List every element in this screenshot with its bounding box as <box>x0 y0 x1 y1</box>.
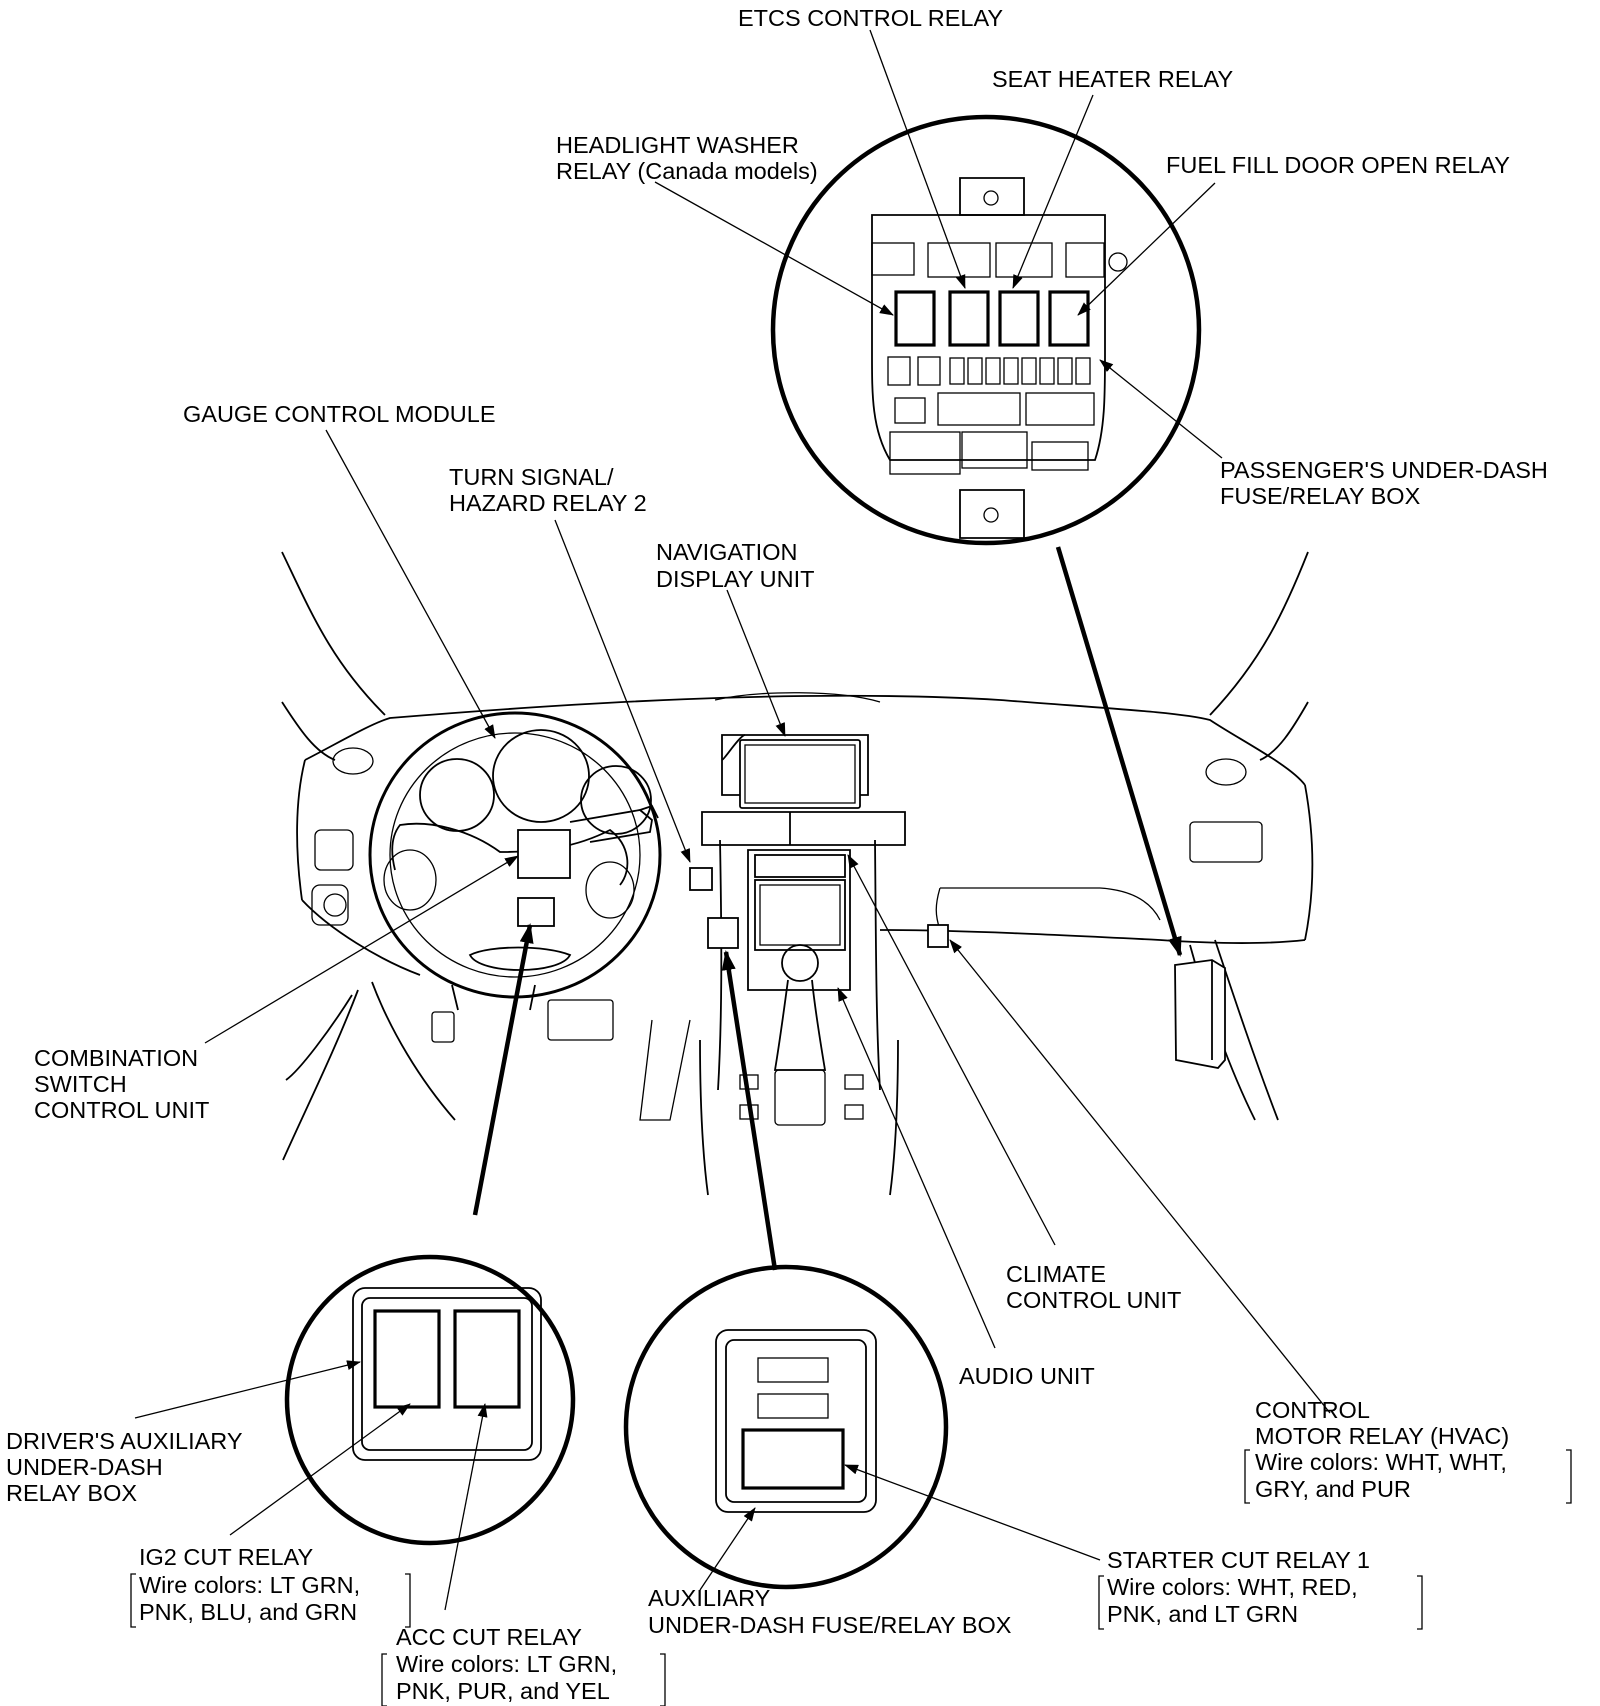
control-motor-relay-box <box>927 924 949 948</box>
ig2-cut-wires-line2: PNK, BLU, and GRN <box>139 1599 357 1625</box>
drivers-auxiliary-label-line3: RELAY BOX <box>6 1480 137 1506</box>
navigation-label-line1: NAVIGATION <box>656 539 797 565</box>
starter-cut-relay-block <box>741 1428 845 1490</box>
passengers-box-label-line1: PASSENGER'S UNDER-DASH <box>1220 457 1548 483</box>
auxiliary-box-label-line2: UNDER-DASH FUSE/RELAY BOX <box>648 1612 1012 1638</box>
headlight-washer-label-line1: HEADLIGHT WASHER <box>556 132 799 158</box>
starter-cut-relay-label: STARTER CUT RELAY 1 <box>1107 1547 1370 1573</box>
headlight-washer-relay-block <box>894 290 936 347</box>
auxiliary-fuse-box-small <box>707 917 739 949</box>
passengers-box-label-line2: FUSE/RELAY BOX <box>1220 483 1421 509</box>
headlight-washer-label-line2: RELAY (Canada models) <box>556 158 818 184</box>
dashboard-illustration <box>281 551 1314 1196</box>
combination-switch-label-line3: CONTROL UNIT <box>34 1097 209 1123</box>
control-motor-label-line2: MOTOR RELAY (HVAC) <box>1255 1423 1509 1449</box>
starter-cut-wires-line1: Wire colors: WHT, RED, <box>1107 1574 1358 1600</box>
starter-cut-wires-line2: PNK, and LT GRN <box>1107 1601 1298 1627</box>
combination-switch-control-unit-box <box>517 829 571 879</box>
drivers-auxiliary-box-small <box>517 897 555 927</box>
turn-signal-relay-box <box>689 867 713 891</box>
ig2-cut-relay-label: IG2 CUT RELAY <box>139 1544 313 1570</box>
etcs-control-relay-block <box>948 290 990 347</box>
gauge-control-module-label: GAUGE CONTROL MODULE <box>183 401 496 427</box>
control-motor-wires-line1: Wire colors: WHT, WHT, <box>1255 1449 1507 1475</box>
acc-cut-wires-line2: PNK, PUR, and YEL <box>396 1678 610 1704</box>
climate-control-label-line1: CLIMATE <box>1006 1261 1106 1287</box>
turn-signal-label-line2: HAZARD RELAY 2 <box>449 490 647 516</box>
auxiliary-box-label-line1: AUXILIARY <box>648 1585 771 1611</box>
fuel-fill-door-label: FUEL FILL DOOR OPEN RELAY <box>1166 152 1510 178</box>
seat-heater-relay-label: SEAT HEATER RELAY <box>992 66 1233 92</box>
labels: ETCS CONTROL RELAY SEAT HEATER RELAY HEA… <box>6 5 1548 1704</box>
control-motor-label-line1: CONTROL <box>1255 1397 1370 1423</box>
turn-signal-label-line1: TURN SIGNAL/ <box>449 464 614 490</box>
passengers-under-dash-box-small <box>1174 959 1226 1069</box>
ig2-cut-relay-block <box>373 1309 441 1409</box>
control-motor-wires-line2: GRY, and PUR <box>1255 1476 1411 1502</box>
auxiliary-box-detail <box>623 1264 949 1590</box>
ig2-cut-wires-line1: Wire colors: LT GRN, <box>139 1572 360 1598</box>
acc-cut-relay-label: ACC CUT RELAY <box>396 1624 582 1650</box>
drivers-auxiliary-box-detail <box>284 1254 576 1546</box>
audio-unit-label: AUDIO UNIT <box>959 1363 1095 1389</box>
etcs-control-relay-label: ETCS CONTROL RELAY <box>738 5 1003 31</box>
seat-heater-relay-block <box>998 290 1040 347</box>
drivers-auxiliary-label-line1: DRIVER'S AUXILIARY <box>6 1428 243 1454</box>
combination-switch-label-line2: SWITCH <box>34 1071 127 1097</box>
combination-switch-label-line1: COMBINATION <box>34 1045 198 1071</box>
wire-brackets <box>130 1449 1572 1706</box>
navigation-screen <box>739 739 861 809</box>
drivers-auxiliary-label-line2: UNDER-DASH <box>6 1454 163 1480</box>
fuel-fill-door-relay-block <box>1048 290 1090 347</box>
acc-cut-relay-block <box>453 1309 521 1409</box>
climate-control-label-line2: CONTROL UNIT <box>1006 1287 1181 1313</box>
passengers-box-detail <box>770 114 1202 546</box>
pointer-lines <box>134 29 1331 1611</box>
acc-cut-wires-line1: Wire colors: LT GRN, <box>396 1651 617 1677</box>
navigation-label-line2: DISPLAY UNIT <box>656 566 814 592</box>
